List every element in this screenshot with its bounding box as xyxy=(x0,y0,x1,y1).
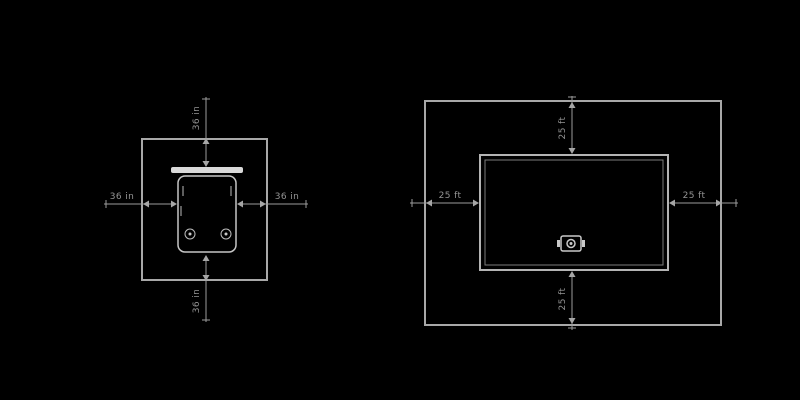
generator-handle-bar xyxy=(171,167,243,173)
left-dim-right-label: 36 in xyxy=(275,192,300,202)
right-dim-right-arrow-in xyxy=(669,199,675,207)
left-dim-top: 36 in xyxy=(192,97,210,167)
right-dim-left-arrow-out xyxy=(426,199,432,207)
right-clearance-boundary-rect xyxy=(424,100,722,326)
generator-unit-top-view xyxy=(171,167,243,253)
left-dim-left-arrow-out xyxy=(143,200,149,208)
generator-knob-right xyxy=(220,228,232,240)
left-dim-right: 36 in xyxy=(237,192,308,208)
right-dim-bottom-arrow-down xyxy=(568,318,576,324)
right-dim-left-label: 25 ft xyxy=(439,191,462,201)
left-diagram: 36 in 36 in 36 in xyxy=(104,97,308,322)
right-dim-bottom-label: 25 ft xyxy=(558,288,568,311)
left-clearance-boundary-rect xyxy=(141,138,268,281)
left-dim-right-arrow-out xyxy=(260,200,266,208)
right-diagram: 25 ft 25 ft 25 ft xyxy=(410,96,738,330)
left-dim-left-label: 36 in xyxy=(110,192,135,202)
left-dim-left-arrow-in xyxy=(171,200,177,208)
generator-icon-right-tab xyxy=(582,240,585,247)
right-dim-top: 25 ft xyxy=(558,96,576,154)
generator-icon-engine-center xyxy=(569,242,573,245)
left-dim-left: 36 in xyxy=(104,192,177,208)
right-dim-bottom: 25 ft xyxy=(558,271,576,330)
left-dim-bottom: 36 in xyxy=(192,255,210,322)
right-dim-top-arrow-down xyxy=(568,148,576,154)
generator-icon xyxy=(557,235,585,252)
generator-icon-engine-circle xyxy=(566,238,576,249)
inner-structure-rect xyxy=(479,154,669,271)
right-dim-top-arrow-up xyxy=(568,102,576,108)
right-dim-right: 25 ft xyxy=(669,191,738,207)
left-dim-bottom-arrow-up xyxy=(202,255,210,261)
generator-knob-left xyxy=(184,228,196,240)
generator-body-outline xyxy=(177,175,237,253)
right-dim-right-arrow-out xyxy=(716,199,722,207)
generator-knob-right-center xyxy=(224,232,228,236)
left-dim-top-arrow-down xyxy=(202,161,210,167)
right-dim-left-arrow-in xyxy=(473,199,479,207)
left-dim-right-arrow-in xyxy=(237,200,243,208)
left-dim-top-arrow-up xyxy=(202,138,210,144)
generator-icon-left-tab xyxy=(557,240,560,247)
generator-knob-left-center xyxy=(188,232,192,236)
right-dim-bottom-arrow-up xyxy=(568,271,576,277)
left-dim-bottom-label: 36 in xyxy=(192,289,202,314)
left-dim-bottom-arrow-down xyxy=(202,275,210,281)
inner-structure-inset-rect xyxy=(484,159,664,266)
left-dim-top-label: 36 in xyxy=(192,106,202,131)
right-dim-left: 25 ft xyxy=(410,191,479,207)
right-dim-right-label: 25 ft xyxy=(683,191,706,201)
right-dim-top-label: 25 ft xyxy=(558,117,568,140)
